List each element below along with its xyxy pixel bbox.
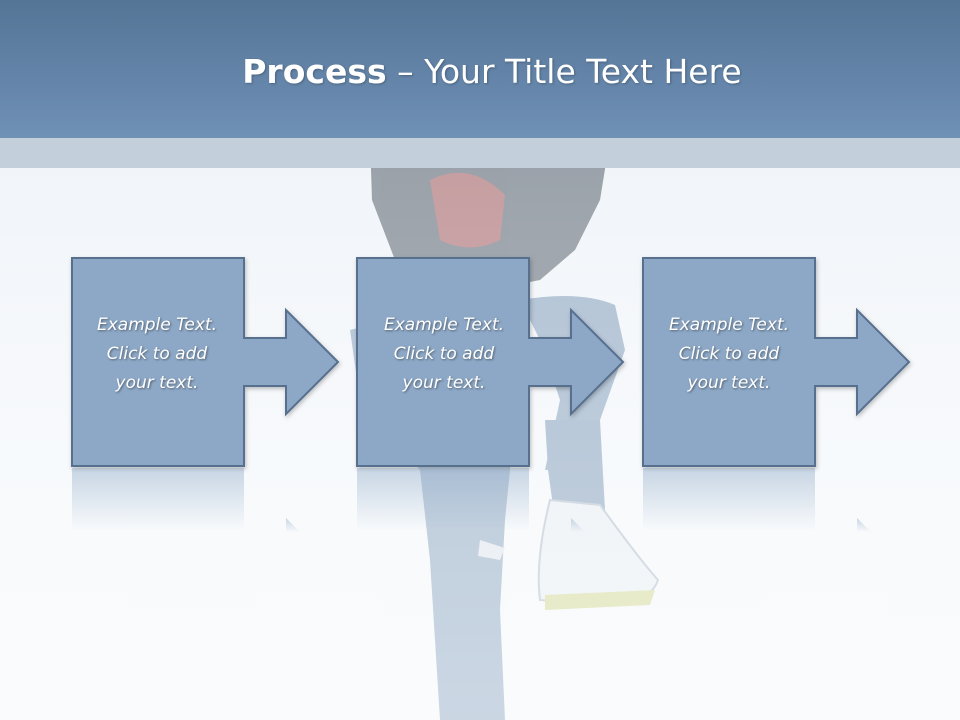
step-3-text[interactable]: Example Text. Click to add your text. <box>642 311 816 398</box>
title-rest-text: – Your Title Text Here <box>386 52 742 91</box>
step-1-line-2: Click to add <box>106 344 208 364</box>
step-3-line-2: Click to add <box>678 344 780 364</box>
process-step-2[interactable] <box>356 257 625 532</box>
step-1-line-1: Example Text. <box>96 315 218 335</box>
title-bar <box>0 0 960 138</box>
step-1-line-3: your text. <box>115 373 199 393</box>
step-2-line-2: Click to add <box>393 344 495 364</box>
slide-title[interactable]: Process – Your Title Text Here <box>0 52 960 91</box>
step-1-text[interactable]: Example Text. Click to add your text. <box>70 311 244 398</box>
step-2-text[interactable]: Example Text. Click to add your text. <box>357 311 531 398</box>
step-2-line-1: Example Text. <box>383 315 505 335</box>
step-2-line-3: your text. <box>402 373 486 393</box>
title-bar-strip <box>0 138 960 168</box>
process-step-3[interactable] <box>642 257 911 532</box>
process-step-1[interactable] <box>71 257 340 532</box>
step-3-line-3: your text. <box>687 373 771 393</box>
title-bold-text: Process <box>242 52 387 91</box>
step-3-line-1: Example Text. <box>668 315 790 335</box>
